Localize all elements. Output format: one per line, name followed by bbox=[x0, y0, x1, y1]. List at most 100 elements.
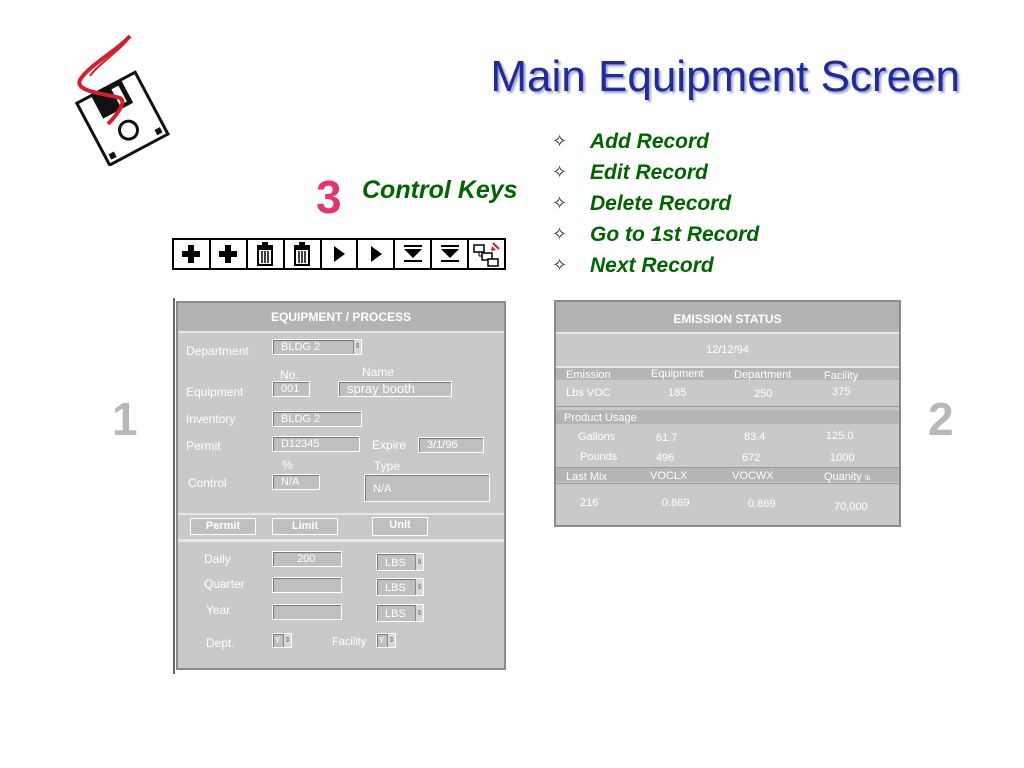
pounds-department: 672 bbox=[742, 452, 761, 464]
gallons-equipment: 61.7 bbox=[656, 432, 678, 444]
dept-checkbox[interactable]: Y⇕ bbox=[272, 633, 292, 648]
down-button[interactable] bbox=[395, 240, 433, 268]
callout-number-2: 2 bbox=[928, 393, 954, 445]
type-label: Type bbox=[374, 459, 401, 473]
inventory-field[interactable]: BLDG 2 bbox=[272, 411, 362, 427]
tree-icon bbox=[472, 242, 500, 267]
play-icon bbox=[370, 246, 382, 262]
list-item: ✧Add Record bbox=[552, 129, 710, 153]
star-icon: ✧ bbox=[552, 131, 568, 151]
year-limit-field[interactable] bbox=[272, 604, 342, 620]
spinner-icon: ⇕ bbox=[415, 554, 423, 570]
tree-view-button[interactable] bbox=[469, 240, 504, 268]
emission-panel: EMISSION STATUS 12/12/94 Emission Equipm… bbox=[554, 300, 901, 527]
list-item: ✧Edit Record bbox=[552, 160, 708, 184]
panel-separator bbox=[556, 483, 899, 484]
equipment-panel: EQUIPMENT / PROCESS Department BLDG 2⇕ N… bbox=[176, 301, 506, 670]
add-icon bbox=[219, 245, 238, 263]
next-record-button[interactable] bbox=[358, 240, 396, 268]
expire-field[interactable]: 3/1/96 bbox=[418, 437, 484, 453]
no-label: No. bbox=[280, 368, 299, 382]
department-select[interactable]: BLDG 2⇕ bbox=[272, 339, 362, 355]
star-icon: ✧ bbox=[552, 162, 568, 182]
equipment-label: Equipment bbox=[186, 385, 244, 399]
control-keys-toolbar bbox=[172, 238, 506, 270]
inventory-label: Inventory bbox=[186, 412, 236, 426]
add-icon bbox=[182, 245, 201, 263]
lbs-voc-department: 250 bbox=[754, 388, 773, 400]
panel-divider bbox=[178, 513, 504, 515]
lbs-voc-label: Lbs VOC bbox=[566, 387, 611, 399]
control-keys-list: ✧Add Record ✧Edit Record ✧Delete Record … bbox=[552, 126, 759, 281]
floppy-disk-logo bbox=[74, 34, 171, 166]
daily-limit-field[interactable]: 200 bbox=[272, 551, 342, 567]
daily-label: Daily bbox=[204, 552, 231, 566]
delete-record-button[interactable] bbox=[285, 240, 322, 268]
first-record-button[interactable] bbox=[322, 240, 359, 268]
quarter-unit-select[interactable]: LBS⇕ bbox=[376, 578, 424, 596]
trash-icon bbox=[294, 242, 311, 266]
daily-unit-select[interactable]: LBS⇕ bbox=[376, 553, 424, 571]
dept-label: Dept. bbox=[206, 636, 235, 650]
quarter-label: Quarter bbox=[204, 577, 245, 591]
down-button[interactable] bbox=[432, 240, 470, 268]
gallons-label: Gallons bbox=[578, 431, 616, 443]
type-field[interactable]: N/A bbox=[364, 474, 490, 502]
play-icon bbox=[334, 246, 345, 262]
gallons-department: 83.4 bbox=[744, 431, 766, 443]
tab-limit[interactable]: Limit bbox=[272, 518, 338, 535]
column-emission: Emission bbox=[566, 369, 611, 381]
trash-icon bbox=[257, 242, 274, 266]
delete-record-button[interactable] bbox=[248, 240, 285, 268]
spinner-icon: ⇕ bbox=[283, 634, 291, 647]
permit-label: Permit bbox=[186, 439, 221, 453]
quantity-label: Quanity lb bbox=[824, 471, 871, 483]
control-field[interactable]: N/A bbox=[272, 474, 320, 490]
list-item: ✧Next Record bbox=[552, 253, 714, 277]
tab-permit[interactable]: Permit bbox=[190, 518, 256, 535]
tab-unit[interactable]: Unit bbox=[372, 517, 428, 536]
page-title: Main Equipment Screen bbox=[490, 52, 960, 101]
equipment-no-field[interactable]: 001 bbox=[272, 381, 310, 397]
lbs-voc-equipment: 185 bbox=[668, 387, 687, 399]
control-label: Control bbox=[188, 476, 227, 490]
equipment-panel-header: EQUIPMENT / PROCESS bbox=[178, 303, 504, 333]
vocl-label: VOCLX bbox=[650, 470, 688, 482]
name-label: Name bbox=[362, 365, 395, 379]
column-facility: Facility bbox=[824, 370, 859, 382]
spinner-icon: ⇕ bbox=[415, 605, 423, 621]
panel-divider bbox=[178, 539, 504, 542]
quantity-unit: lb bbox=[864, 475, 871, 482]
lbs-voc-facility: 375 bbox=[832, 386, 851, 398]
pounds-label: Pounds bbox=[580, 451, 618, 463]
quarter-limit-field[interactable] bbox=[272, 577, 342, 593]
equipment-name-field[interactable]: spray booth bbox=[338, 381, 452, 397]
section-label: Control Keys bbox=[362, 176, 518, 204]
callout-number-1: 1 bbox=[112, 393, 138, 445]
last-mix-label: Last Mix bbox=[566, 471, 607, 483]
vocw-value: 0.869 bbox=[748, 498, 776, 510]
panel-separator bbox=[556, 406, 899, 407]
facility-checkbox[interactable]: Y⇕ bbox=[376, 633, 396, 648]
vocl-value: 0.869 bbox=[662, 497, 690, 509]
column-header-row bbox=[556, 368, 899, 380]
spinner-icon: ⇕ bbox=[353, 340, 361, 354]
pounds-equipment: 496 bbox=[656, 452, 675, 464]
department-label: Department bbox=[186, 344, 249, 358]
edit-record-button[interactable] bbox=[211, 240, 248, 268]
permit-field[interactable]: D12345 bbox=[272, 436, 360, 452]
panel-separator bbox=[556, 467, 899, 468]
vocw-label: VOCWX bbox=[732, 470, 774, 482]
facility-label: Facility bbox=[332, 636, 367, 648]
add-record-button[interactable] bbox=[174, 240, 211, 268]
percent-label: % bbox=[282, 458, 293, 472]
down-bar-icon bbox=[403, 245, 422, 262]
quantity-value: 70,000 bbox=[834, 501, 868, 513]
year-label: Year bbox=[206, 603, 231, 617]
column-department: Department bbox=[734, 369, 792, 381]
year-unit-select[interactable]: LBS⇕ bbox=[376, 604, 424, 622]
list-item: ✧Delete Record bbox=[552, 191, 732, 215]
status-date: 12/12/94 bbox=[706, 344, 749, 356]
emission-panel-header: EMISSION STATUS bbox=[556, 302, 899, 334]
spinner-icon: ⇕ bbox=[415, 579, 423, 595]
